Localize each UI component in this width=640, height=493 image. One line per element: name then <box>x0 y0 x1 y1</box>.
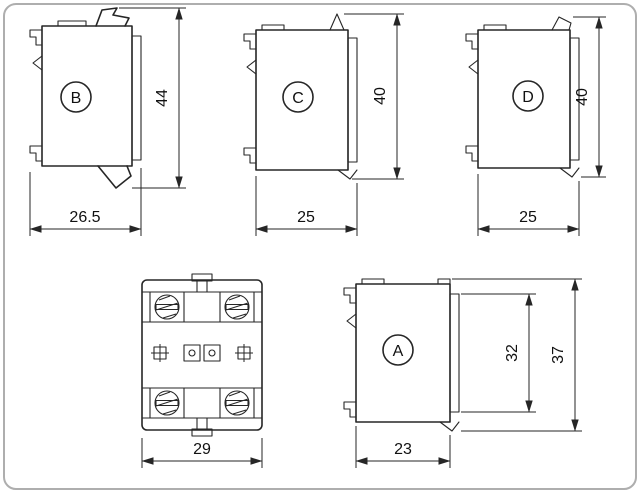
view-a-rail <box>449 293 460 413</box>
view-a-barb <box>346 313 357 329</box>
dim-c-width: 25 <box>255 176 358 236</box>
dim-label-a-height: 37 <box>550 346 567 364</box>
dim-label-b-width: 26.5 <box>69 209 100 226</box>
contact-window-right <box>203 344 221 362</box>
view-c-foot <box>337 169 358 180</box>
view-d-foot <box>559 167 580 178</box>
view-c-rail <box>347 37 358 163</box>
view-b-bottom-lever <box>97 165 132 189</box>
view-b-clip-bottom <box>29 145 43 162</box>
component-label-a: A <box>393 343 404 360</box>
dim-a-width: 23 <box>355 426 451 468</box>
view-a-clip-bottom <box>343 401 357 418</box>
dim-a-height: 37 <box>452 278 582 432</box>
view-b-clip-top <box>29 29 43 46</box>
view-b: B <box>29 7 142 189</box>
view-b-barb <box>32 55 43 71</box>
view-b-label-circle <box>60 81 92 113</box>
view-d-label-circle <box>512 80 544 112</box>
view-d-rail <box>569 37 580 161</box>
view-d-top-tab <box>551 16 572 31</box>
view-a-foot <box>439 421 460 432</box>
page-border <box>3 3 637 490</box>
view-c: C <box>243 13 358 180</box>
view-d-barb <box>468 59 479 75</box>
view-a-label-circle <box>382 334 414 366</box>
dim-d-width: 25 <box>477 174 580 236</box>
screw-top-left <box>154 294 180 320</box>
dim-label-b-height: 44 <box>154 89 171 107</box>
dim-label-c-height: 40 <box>372 87 389 105</box>
dim-a-inner-height: 32 <box>461 293 536 413</box>
dim-label-a-inner-height: 32 <box>504 344 521 362</box>
view-b-body <box>41 25 133 167</box>
view-front <box>141 273 263 437</box>
dim-d-height: 40 <box>573 16 606 178</box>
screw-bottom-left <box>154 390 180 416</box>
dim-label-c-width: 25 <box>297 209 315 226</box>
view-c-barb <box>246 59 257 75</box>
contact-window-left <box>183 344 201 362</box>
view-d: D <box>465 16 580 178</box>
view-c-top-tab <box>329 13 345 31</box>
component-label-c: C <box>292 90 304 107</box>
dim-label-d-height: 40 <box>574 88 591 106</box>
view-d-clip-bottom <box>465 145 479 162</box>
view-a: A <box>343 278 460 432</box>
view-c-clip-bottom <box>243 147 257 164</box>
view-front-body <box>141 279 263 431</box>
dim-label-d-width: 25 <box>519 209 537 226</box>
dim-label-front-width: 29 <box>193 441 211 458</box>
screw-top-right <box>224 294 250 320</box>
dim-c-height: 40 <box>344 13 404 180</box>
view-c-label-circle <box>282 81 314 113</box>
dim-b-width: 26.5 <box>29 168 142 236</box>
dim-label-a-width: 23 <box>394 441 412 458</box>
view-b-top-lever <box>95 7 130 27</box>
view-a-clip-top <box>343 287 357 304</box>
screw-bottom-right <box>224 390 250 416</box>
component-label-b: B <box>71 90 82 107</box>
dim-front-width: 29 <box>141 438 263 468</box>
dim-b-height: 44 <box>119 7 186 189</box>
view-c-clip-top <box>243 33 257 50</box>
view-d-clip-top <box>465 33 479 50</box>
view-b-rail <box>131 35 142 161</box>
view-front-bottom-post <box>191 428 213 437</box>
component-label-d: D <box>522 89 534 106</box>
